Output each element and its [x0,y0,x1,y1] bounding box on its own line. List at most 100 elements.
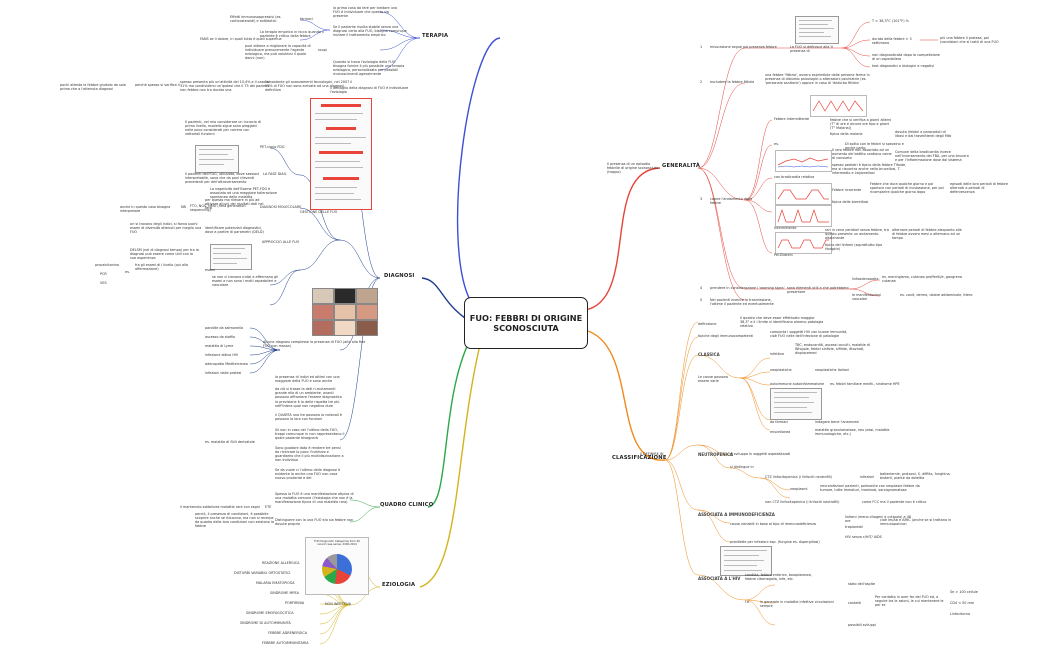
ter-t4[interactable]: Quando si trova l'eziologia della FUO bi… [333,60,405,77]
ter-t3: scopi [318,48,327,52]
link-generalita [584,167,661,311]
class-assoc1b: trapiantati [845,525,863,529]
gen-i3e: Intermittente [774,226,797,230]
diag-m2: da ciò si trasse la deti ri-mutamenti gr… [275,387,342,400]
branch-generalita[interactable]: GENERALITÀ [662,163,701,169]
branch-eziologia[interactable]: EZIOLOGIA [382,582,416,588]
gen-i3c3: spesso pediatri è tipico della febbre Ti… [832,163,907,176]
ezio-e5: PORFIRINIA [285,601,305,605]
ezio-pie [322,554,352,584]
class-hiv3: in generale in malattie infettive circol… [760,600,834,609]
diag-mol2: anche in questo caso bisogna interpretar… [120,205,171,214]
gen-i3d: Febbre ricorrente [832,188,862,192]
gen-i4a1a: es. meningismo, cutaneo profferiti/e, ga… [882,275,962,284]
class-neo: neoplastiche [770,368,792,372]
gen-i3d1: Febbre che dura qualche giorno e poi spa… [870,182,944,195]
diag-m8: es. malattia di Still derivatole [205,440,255,444]
branch-terapia[interactable]: TERAPIA [422,33,449,39]
class-def[interactable]: definizione [698,322,717,326]
gen-i4[interactable]: prendere in considerazione i 'warning si… [710,286,785,290]
class-tipi[interactable]: tipiche degli immunocompetenti [698,334,754,338]
gen-i5[interactable]: Nei pazienti inserire la trasmissione, l… [710,298,774,307]
gen-i1[interactable]: misurazione segue poi presenza febbre [710,45,777,49]
gen-i1b2a: più una febbre lì protesa, poi (condizio… [940,36,999,45]
fever-chart-recurrent [775,183,832,205]
diag-c6[interactable]: infezioni dalle protesi [205,371,242,375]
class-hiv3a: stato dell'ospite [848,582,876,586]
quadro-q4[interactable]: Distinguere con la una FUO e/o sia febbr… [275,518,354,527]
class-assoc1: cause variabili in base al tipo di immun… [730,522,816,526]
ezio-e7: SINDROME DI AUTOIMMUNITÀ [240,621,291,625]
ezio-e6: SINDROME EMOFAGOCITICA [246,611,294,615]
class-classica[interactable]: CLASSICA [698,352,720,357]
diag-app6: fra gli esami di i livello (qui alla aff… [135,263,188,272]
quadro-q1[interactable]: Spesso la FUO è una manifestazione atipi… [275,492,354,505]
class-neut2a: CTZ linfocitopenica (i linfociti neutrof… [765,475,832,479]
diag-d0c: Nonostante gli avanzamenti tecnologici, … [265,80,353,93]
ezio-noninf[interactable]: NON INFETTIVA [325,602,351,606]
class-assoc1b1: cioè lm/Ab e AMIC (anche se si trattano … [880,518,952,527]
diagnosi-flowchart-thumb [310,98,372,210]
class-hiv[interactable]: ASSOCIATA A L'HIV [698,576,741,581]
ter-t2a: Effetti immunosoppressivi (es. corticost… [230,15,282,24]
gen-n5: 5 [700,298,703,302]
gen-i3f: Pel-Ebstein [774,253,793,257]
diag-mol1: FTO, NGS, NMG (nest generation sequencin… [190,204,246,213]
ter-t1[interactable]: la prima cosa da fare per trattare una F… [333,6,398,19]
ezio-e9: FEBBRE AUTOIMMUNITARIA [262,641,309,645]
gen-n4: 4 [700,286,703,290]
branch-diagnosi[interactable]: DIAGNOSI [384,273,415,279]
branch-quadro[interactable]: QUADRO CLINICO [380,502,434,508]
diag-app6b: procalcitonina [95,263,119,267]
gen-i1b2: durata della febbre > 3 settimana [872,37,912,46]
class-neut2a1a: batteriemie, protozoi, S. diffilia, fung… [880,472,951,481]
class-neut1: si sviluppa in soggetti ospedalizzati [730,452,791,456]
diag-mol3: NB [181,205,186,209]
diag-c5[interactable]: adenopatia Mediterranea [205,362,248,366]
diag-app5: esami [205,268,216,272]
gen-i3c1: Il raro febbre non associato ad un aumen… [832,148,892,161]
quadro-q2a: ETE [265,505,272,509]
class-assoc[interactable]: ASSOCIATA A IMMUNODEFICIENZA [698,512,775,517]
diag-d0a: perché spesso si verifica il [135,83,180,87]
class-hiv3c: possibili sviluppi [848,623,876,627]
gen-n2: 2 [700,80,703,84]
diag-c3[interactable]: malattia di Lyme [205,344,234,348]
diag-c4[interactable]: infezione attiva HIV [205,353,239,357]
class-def1: Il quadro che deve esser effettuato magg… [740,316,824,329]
gen-i3b: es. [774,142,779,146]
class-neut[interactable]: NEUTROPENICA [698,452,734,457]
gen-i3[interactable]: capire l'andamento della febbre [710,197,753,206]
gen-i1b1: T > 38,3°C (101°F) % [872,19,909,23]
diag-c1[interactable]: parotite da salmonella [205,326,244,330]
ter-t2d: La terapia empirica in nicco quando il p… [260,30,324,39]
class-hiv2: i.e. [745,600,751,604]
gen-i4a1: linfoadenopatia [852,277,879,281]
central-topic-label: FUO: FEBBRI DI ORIGINE SCONOSCIUTA [469,313,583,333]
diag-app6d: VES [100,281,107,285]
diag-app6c: PCR [100,272,107,276]
diag-m5: Sii non in caso nel l'ultimo della FUO, … [275,428,345,441]
gen-i3b1: Di solito con le febbri si spezzino e an… [845,142,904,151]
approccio-thumb [210,244,252,270]
class-cause: Le cause possono essere varie [698,375,729,384]
diag-app[interactable]: APPROCCIO ALLE FUO [262,240,300,244]
gen-i2[interactable]: escludere la febbre fittizia [710,80,755,84]
link-eziologia [419,344,481,588]
link-classificazione [584,329,666,461]
gen-n3: 3 [700,197,703,201]
central-topic[interactable]: FUO: FEBBRI DI ORIGINE SCONOSCIUTA [464,297,588,349]
diag-m1: la presenza di indizi ed ottimi con una … [275,375,340,384]
diag-gest[interactable]: GESTIONE DELLE FUO [300,210,338,214]
ter-t2c: FANS se il dolore, in quali tutto è qual… [200,37,282,41]
ter-t2[interactable]: Se il paziente risulta stabile senza una… [333,25,407,38]
fever-chart-bradycardia [775,150,832,172]
class-neut2b1: neuroinfezioni pazienti, polmonite con n… [820,484,920,493]
ezio-e1: REAZIONE ALLERGICA [262,561,300,565]
diag-c2[interactable]: ascesso da stafilo [205,335,236,339]
link-terapia [456,37,501,301]
fever-chart-intermittente [775,205,832,227]
gen-i3d3: tipica delle borrelliosi [832,200,869,204]
ezio-pie-chart-box: FUO Diagnostic Categories from 40 recent… [305,537,369,595]
branch-classificazione[interactable]: CLASSIFICAZIONE [612,455,667,461]
